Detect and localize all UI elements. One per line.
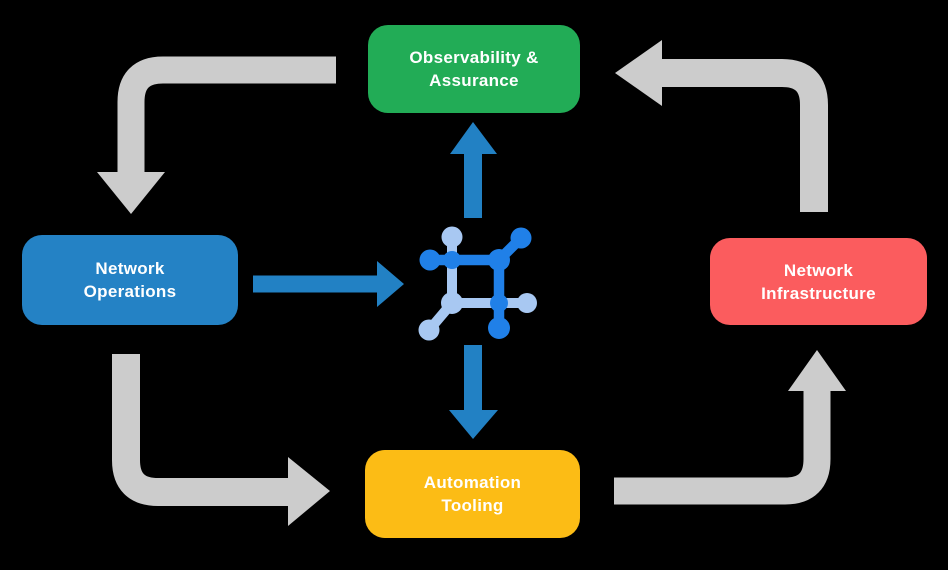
node-label-line: Infrastructure — [761, 283, 876, 303]
node-network-operations: Network Operations — [22, 235, 238, 325]
hub-icon-light-layer — [418, 226, 537, 341]
node-label-line: Network — [95, 259, 165, 278]
node-network-infrastructure: Network Infrastructure — [710, 238, 927, 325]
arrowhead-up-icon — [450, 122, 497, 154]
arrowhead-left-icon — [615, 40, 662, 106]
hub-icon-dark-layer — [419, 227, 532, 339]
arrow-shaft — [614, 390, 831, 505]
node-label-line: Assurance — [429, 71, 519, 90]
arrow-hub-to-observability — [450, 122, 497, 218]
network-hub-icon — [418, 226, 537, 341]
arrow-operations-to-hub — [253, 261, 404, 307]
arrow-shaft — [660, 59, 828, 212]
node-label-line: Network — [783, 260, 854, 280]
node-observability-assurance: Observability & Assurance — [368, 25, 580, 113]
arrowhead-down-icon — [97, 172, 165, 214]
node-label-line: Observability & — [409, 48, 539, 67]
node-label-line: Operations — [83, 282, 177, 301]
arrow-shaft — [117, 56, 336, 176]
arrowhead-down-icon — [449, 410, 498, 439]
arrowhead-right-icon — [377, 261, 404, 307]
arrowhead-right-icon — [288, 457, 330, 526]
node-label-line: Tooling — [441, 496, 504, 515]
arrow-hub-to-automation — [449, 345, 498, 439]
arrow-infrastructure-to-observability — [615, 40, 828, 212]
arrow-automation-to-infrastructure — [614, 350, 846, 505]
arrow-shaft — [112, 354, 292, 506]
arrow-operations-to-automation — [112, 354, 330, 526]
node-automation-tooling: Automation Tooling — [365, 450, 580, 538]
arrow-observability-to-operations — [97, 56, 336, 214]
arrowhead-up-icon — [788, 350, 846, 391]
node-label-line: Automation — [423, 473, 522, 492]
